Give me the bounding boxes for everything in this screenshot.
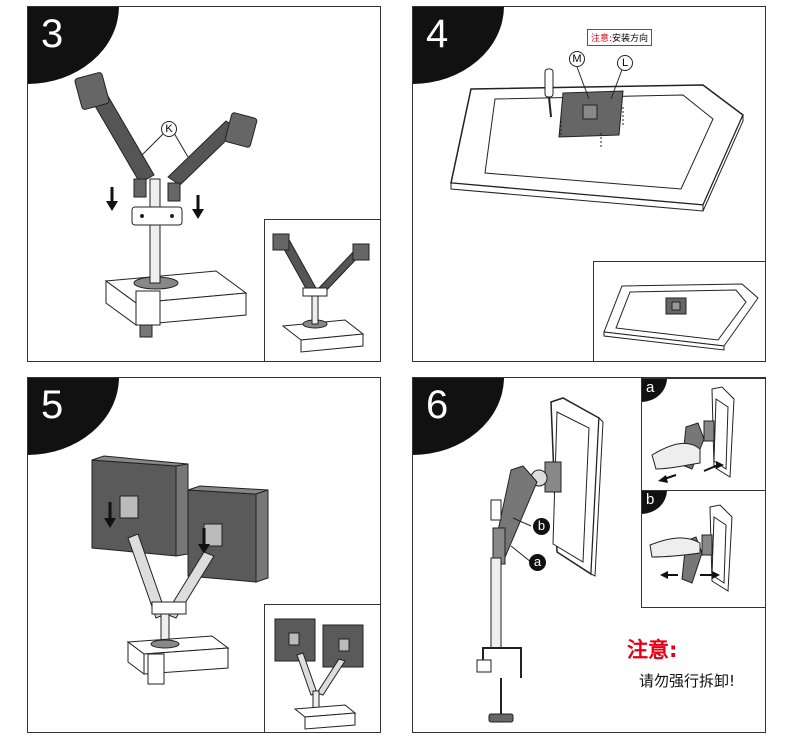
step-6-panel: 6 b a a: [412, 377, 766, 733]
notice-title: 注意:: [627, 638, 678, 662]
install-direction-label: 注意:安装方向: [587, 29, 653, 46]
step-6-illustration: [476, 397, 604, 723]
step-6-inset-a: a: [641, 378, 765, 492]
callout-b: b: [533, 518, 550, 535]
step-5-panel: 5: [27, 377, 381, 733]
step-3-badge: 3: [28, 7, 119, 84]
step-3-number: 3: [41, 12, 64, 56]
callout-k: K: [161, 121, 177, 137]
step-3-illustration: [74, 72, 258, 338]
callout-l: L: [617, 55, 633, 71]
step-4-number: 4: [426, 12, 449, 56]
notice-text: 请勿强行拆卸!: [639, 672, 736, 690]
inset-b-illustration: [649, 504, 733, 592]
inset-a-illustration: [651, 386, 735, 483]
callout-a: a: [529, 554, 546, 571]
step-4-panel: 4 注意:安装方向 M L: [412, 6, 766, 362]
inset-b-letter: b: [646, 491, 655, 508]
step-6-inset-b: b: [641, 490, 765, 608]
step-5-inset-illustration: [274, 618, 364, 730]
install-direction-warning: 注意:: [591, 34, 613, 44]
step-3-panel: 3 K: [27, 6, 381, 362]
step-4-inset-illustration: [603, 283, 759, 351]
step-3-inset-illustration: [272, 233, 370, 353]
callout-m: M: [569, 51, 585, 67]
step-4-illustration: [450, 66, 744, 212]
inset-a-letter: a: [646, 379, 655, 396]
step-5-number: 5: [41, 383, 64, 427]
step-3-inset: [264, 219, 380, 361]
step-5-illustration: [91, 455, 269, 685]
step-4-inset: [593, 261, 765, 361]
step-5-inset: [264, 604, 380, 732]
step-4-badge: 4: [413, 7, 504, 84]
install-direction-text: 安装方向: [612, 34, 649, 44]
step-6-number: 6: [426, 383, 449, 427]
